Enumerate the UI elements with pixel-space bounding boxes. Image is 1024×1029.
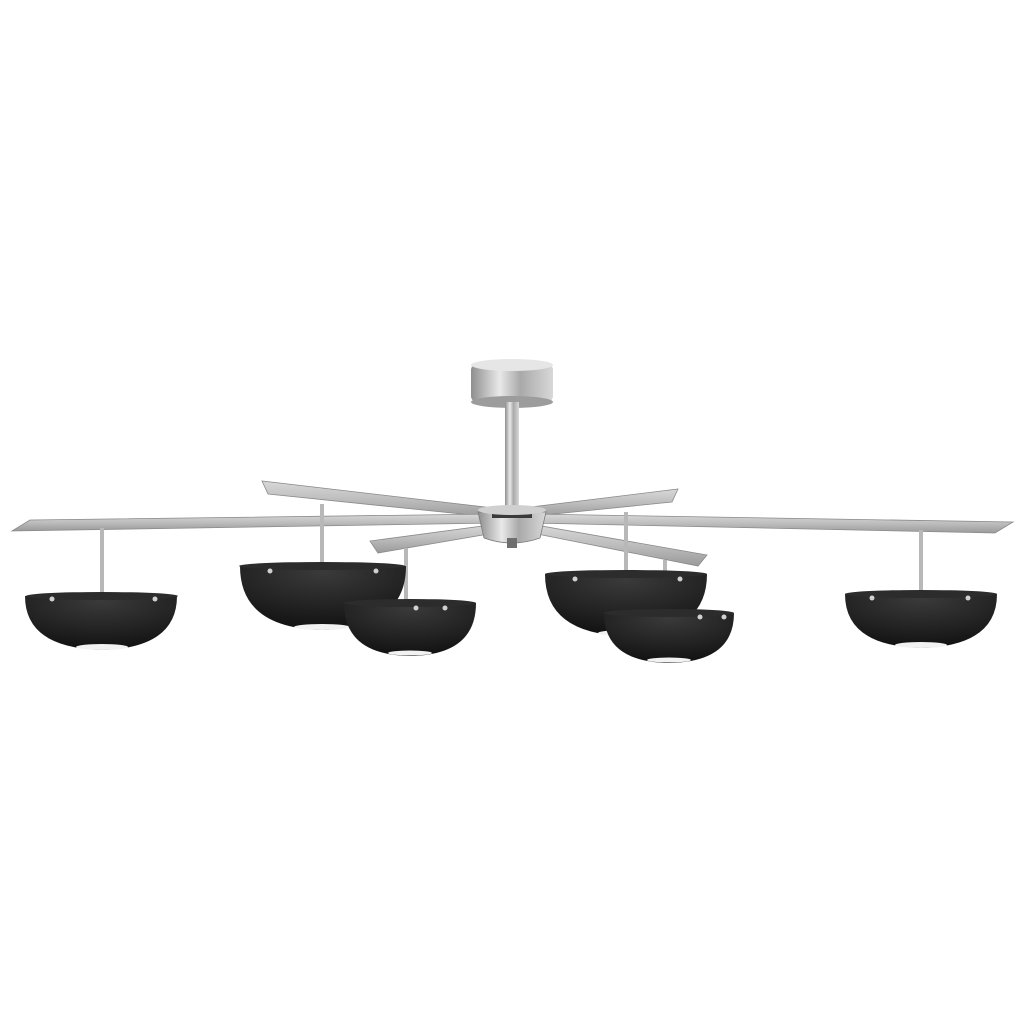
shade-6 [845, 590, 997, 648]
downrod [505, 402, 519, 510]
arms-back [261, 480, 679, 519]
arms-long [10, 513, 1015, 534]
shade-3 [344, 599, 476, 656]
center-hub [477, 505, 547, 548]
shade-1 [25, 592, 178, 650]
shade-5 [604, 609, 734, 663]
ceiling-canopy [471, 359, 553, 408]
